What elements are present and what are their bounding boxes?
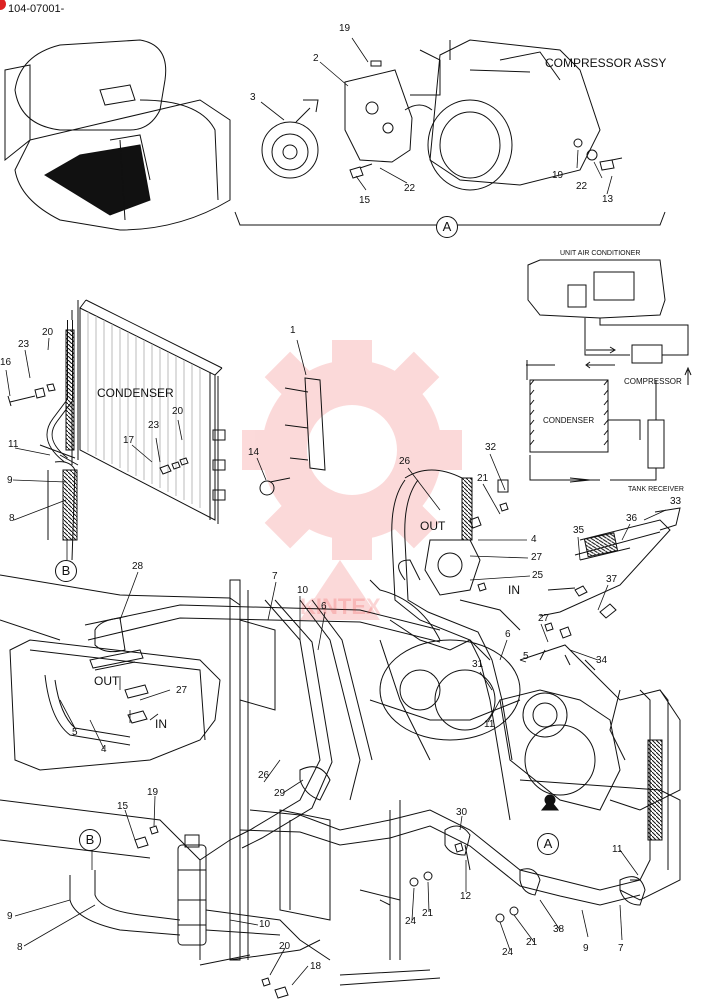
part-number: 14: [248, 447, 260, 458]
part-number: 16: [0, 357, 12, 368]
leader-lines: [5, 37, 667, 986]
flow-out-left: OUT: [94, 674, 120, 688]
part-number: 20: [172, 406, 184, 417]
part-number: 9: [7, 475, 13, 486]
part-number: 20: [279, 941, 291, 952]
part-number: 10: [259, 919, 271, 930]
part-number: 11: [8, 439, 19, 450]
part-number: 35: [573, 525, 585, 536]
ref-circle-a-bottom: A: [537, 833, 559, 855]
part-number: 4: [101, 744, 107, 755]
excavator-sketch: [4, 39, 231, 231]
part-number: 34: [596, 655, 608, 666]
flow-out-top: OUT: [420, 519, 446, 533]
part-number: 22: [576, 181, 588, 192]
part-number: 21: [526, 937, 538, 948]
part-number: 21: [477, 473, 489, 484]
part-number: 5: [72, 727, 78, 738]
part-number: 6: [505, 629, 511, 640]
system-schematic: [526, 259, 692, 483]
compressor-assy-drawing: [261, 39, 623, 191]
part-number: 23: [18, 339, 30, 350]
part-number: 9: [7, 911, 13, 922]
part-number: 36: [626, 513, 638, 524]
part-number: 15: [117, 801, 129, 812]
part-number: 10: [297, 585, 309, 596]
schematic-receiver-label: TANK RECEIVER: [628, 486, 684, 493]
engine-and-hoses-drawing: [0, 469, 681, 999]
part-number: 18: [310, 961, 322, 972]
part-number: 3: [250, 92, 256, 103]
part-number: 11: [612, 844, 623, 855]
part-number: 13: [602, 194, 614, 205]
part-number: 5: [523, 651, 529, 662]
part-number: 4: [531, 534, 537, 545]
part-number: 25: [532, 570, 544, 581]
part-number: 24: [405, 916, 417, 927]
part-number: 23: [148, 420, 160, 431]
part-number: 7: [272, 571, 278, 582]
part-number: 8: [9, 513, 15, 524]
part-number: 2: [313, 53, 319, 64]
part-number: 7: [618, 943, 624, 954]
schematic-condenser-label: CONDENSER: [543, 416, 595, 425]
part-number: 27: [538, 613, 550, 624]
part-number: 20: [42, 327, 54, 338]
part-number: 27: [531, 552, 543, 563]
part-number: 8: [17, 942, 23, 953]
part-number: 19: [147, 787, 159, 798]
part-number: 37: [606, 574, 618, 585]
part-number: 33: [670, 496, 682, 507]
part-number: 27: [176, 685, 188, 696]
part-number: 19: [339, 23, 351, 34]
ref-circle-b-left: B: [55, 560, 77, 582]
corner-mark-icon: [0, 0, 6, 10]
part-number: 17: [123, 435, 135, 446]
part-number: 9: [583, 943, 589, 954]
watermark-text: KINTEX: [300, 594, 381, 619]
compressor-assy-title: COMPRESSOR ASSY: [545, 56, 667, 70]
part-number: 1: [290, 325, 296, 336]
flow-in-top: IN: [508, 583, 520, 597]
condenser-title: CONDENSER: [97, 386, 174, 400]
part-number: 6: [321, 601, 327, 612]
part-number: 22: [404, 183, 416, 194]
schematic-compressor-label: COMPRESSOR: [624, 377, 682, 386]
schematic-unit-label: UNIT AIR CONDITIONER: [560, 250, 641, 257]
ref-circle-a-top: A: [436, 216, 458, 238]
part-number: 15: [359, 195, 371, 206]
part-number: 26: [399, 456, 411, 467]
part-number: 12: [460, 891, 472, 902]
part-number: 32: [485, 442, 497, 453]
part-number: 30: [456, 807, 468, 818]
part-number: 19: [552, 170, 564, 181]
catalog-code: 104-07001-: [8, 3, 65, 15]
ref-circle-b-bottom: B: [79, 829, 101, 851]
part-number: 28: [132, 561, 144, 572]
part-number: 21: [422, 908, 434, 919]
flow-in-left: IN: [155, 717, 167, 731]
part-number: 26: [258, 770, 270, 781]
part-number: 24: [502, 947, 514, 958]
part-number: 38: [553, 924, 565, 935]
part-number: 11: [484, 719, 495, 730]
part-number: 31: [472, 659, 484, 670]
part-number: 29: [274, 788, 286, 799]
